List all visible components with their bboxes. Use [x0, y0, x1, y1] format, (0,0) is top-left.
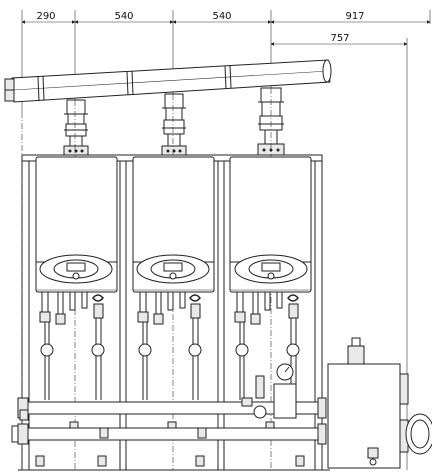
- boiler-piping-1: [39, 291, 105, 400]
- boiler-unit-2: [132, 156, 215, 293]
- dimension-label-540-a: 540: [114, 11, 133, 22]
- temperature-gauge-icon: [253, 405, 267, 419]
- boiler-piping-2: [137, 291, 202, 400]
- hydraulic-control-cluster: [241, 363, 297, 419]
- frame-feet: [19, 409, 305, 467]
- boiler-display-icon: [66, 262, 86, 272]
- boiler-unit-1: [35, 156, 118, 293]
- flue-riser-2: [161, 93, 187, 157]
- manifold-lower: [11, 421, 327, 445]
- boiler-display-icon: [163, 262, 183, 272]
- dimension-label-917: 917: [345, 11, 364, 22]
- dimension-label-757: 757: [330, 33, 349, 44]
- boiler-piping-3: [234, 291, 300, 400]
- dimension-row-top: 290 540 540 917: [21, 10, 431, 112]
- dimension-label-540-b: 540: [212, 11, 231, 22]
- side-module: [327, 337, 432, 469]
- boiler-unit-3: [229, 156, 312, 293]
- boiler-display-icon: [261, 262, 281, 272]
- flue-riser-1: [63, 99, 89, 157]
- dimension-label-290: 290: [36, 11, 55, 22]
- flue-collector-pipe: [4, 59, 332, 103]
